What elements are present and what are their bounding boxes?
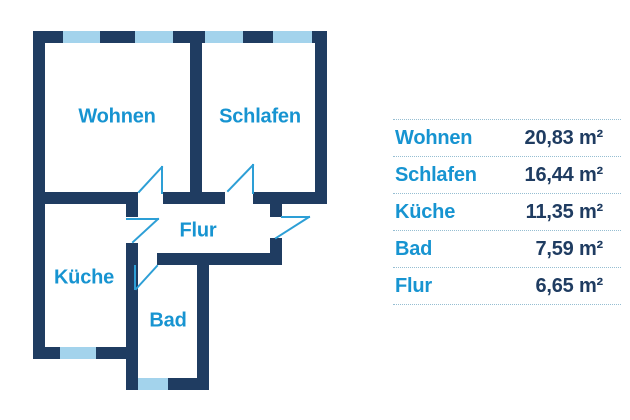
windows xyxy=(60,31,312,390)
wall-kueche-right-main xyxy=(126,243,138,390)
door-bad-swing-icon xyxy=(134,264,159,291)
wall-bad-right xyxy=(197,253,209,390)
window-schlafen-1 xyxy=(205,31,243,43)
door-kueche-swing-icon xyxy=(131,217,160,244)
floor-plan-drawing xyxy=(33,31,327,390)
wall-outer-right xyxy=(315,31,327,204)
wall-divider-wohnen-schlafen xyxy=(190,31,202,204)
door-schlafen-swing-icon xyxy=(226,163,255,193)
doors xyxy=(126,163,311,291)
legend-row-schlafen: Schlafen 16,44 m² xyxy=(393,157,621,194)
room-label-flur: Flur xyxy=(179,219,217,242)
wall-entry-stub-bottom xyxy=(270,238,282,253)
window-kueche xyxy=(60,347,96,359)
legend-value: 6,65 m² xyxy=(535,274,603,297)
room-label-bad: Bad xyxy=(149,309,187,332)
legend-label: Küche xyxy=(395,200,456,223)
legend-row-kueche: Küche 11,35 m² xyxy=(393,194,621,231)
legend-row-bad: Bad 7,59 m² xyxy=(393,231,621,268)
wall-flur-top-mid xyxy=(163,192,225,204)
window-bad xyxy=(138,378,168,390)
legend-label: Flur xyxy=(395,274,432,297)
legend-label: Wohnen xyxy=(395,126,473,149)
floor-plan: Wohnen Schlafen Flur Küche Bad xyxy=(33,31,327,390)
wall-flur-bottom xyxy=(157,253,282,265)
legend-row-wohnen: Wohnen 20,83 m² xyxy=(393,120,621,157)
window-wohnen-1 xyxy=(63,31,100,43)
legend-value: 11,35 m² xyxy=(525,200,604,223)
legend-label: Schlafen xyxy=(395,163,477,186)
walls xyxy=(33,31,327,390)
legend-row-flur: Flur 6,65 m² xyxy=(393,268,621,305)
legend-value: 20,83 m² xyxy=(524,126,604,149)
wall-schlafen-bottom xyxy=(253,192,327,204)
legend-label: Bad xyxy=(395,237,433,260)
window-schlafen-2 xyxy=(273,31,312,43)
door-wohnen-swing-icon xyxy=(137,165,164,194)
wall-flur-top-left xyxy=(33,192,138,204)
room-label-kueche: Küche xyxy=(53,266,115,289)
window-wohnen-2 xyxy=(135,31,173,43)
area-legend: Wohnen 20,83 m² Schlafen 16,44 m² Küche … xyxy=(393,119,621,305)
legend-value: 16,44 m² xyxy=(524,163,604,186)
wall-kueche-right-stub xyxy=(126,192,138,217)
room-label-schlafen: Schlafen xyxy=(219,105,301,128)
legend-value: 7,59 m² xyxy=(535,237,603,260)
wall-entry-stub-top xyxy=(270,204,282,217)
door-entry-swing-icon xyxy=(274,215,311,240)
wall-outer-top xyxy=(33,31,327,43)
room-label-wohnen: Wohnen xyxy=(78,105,156,128)
